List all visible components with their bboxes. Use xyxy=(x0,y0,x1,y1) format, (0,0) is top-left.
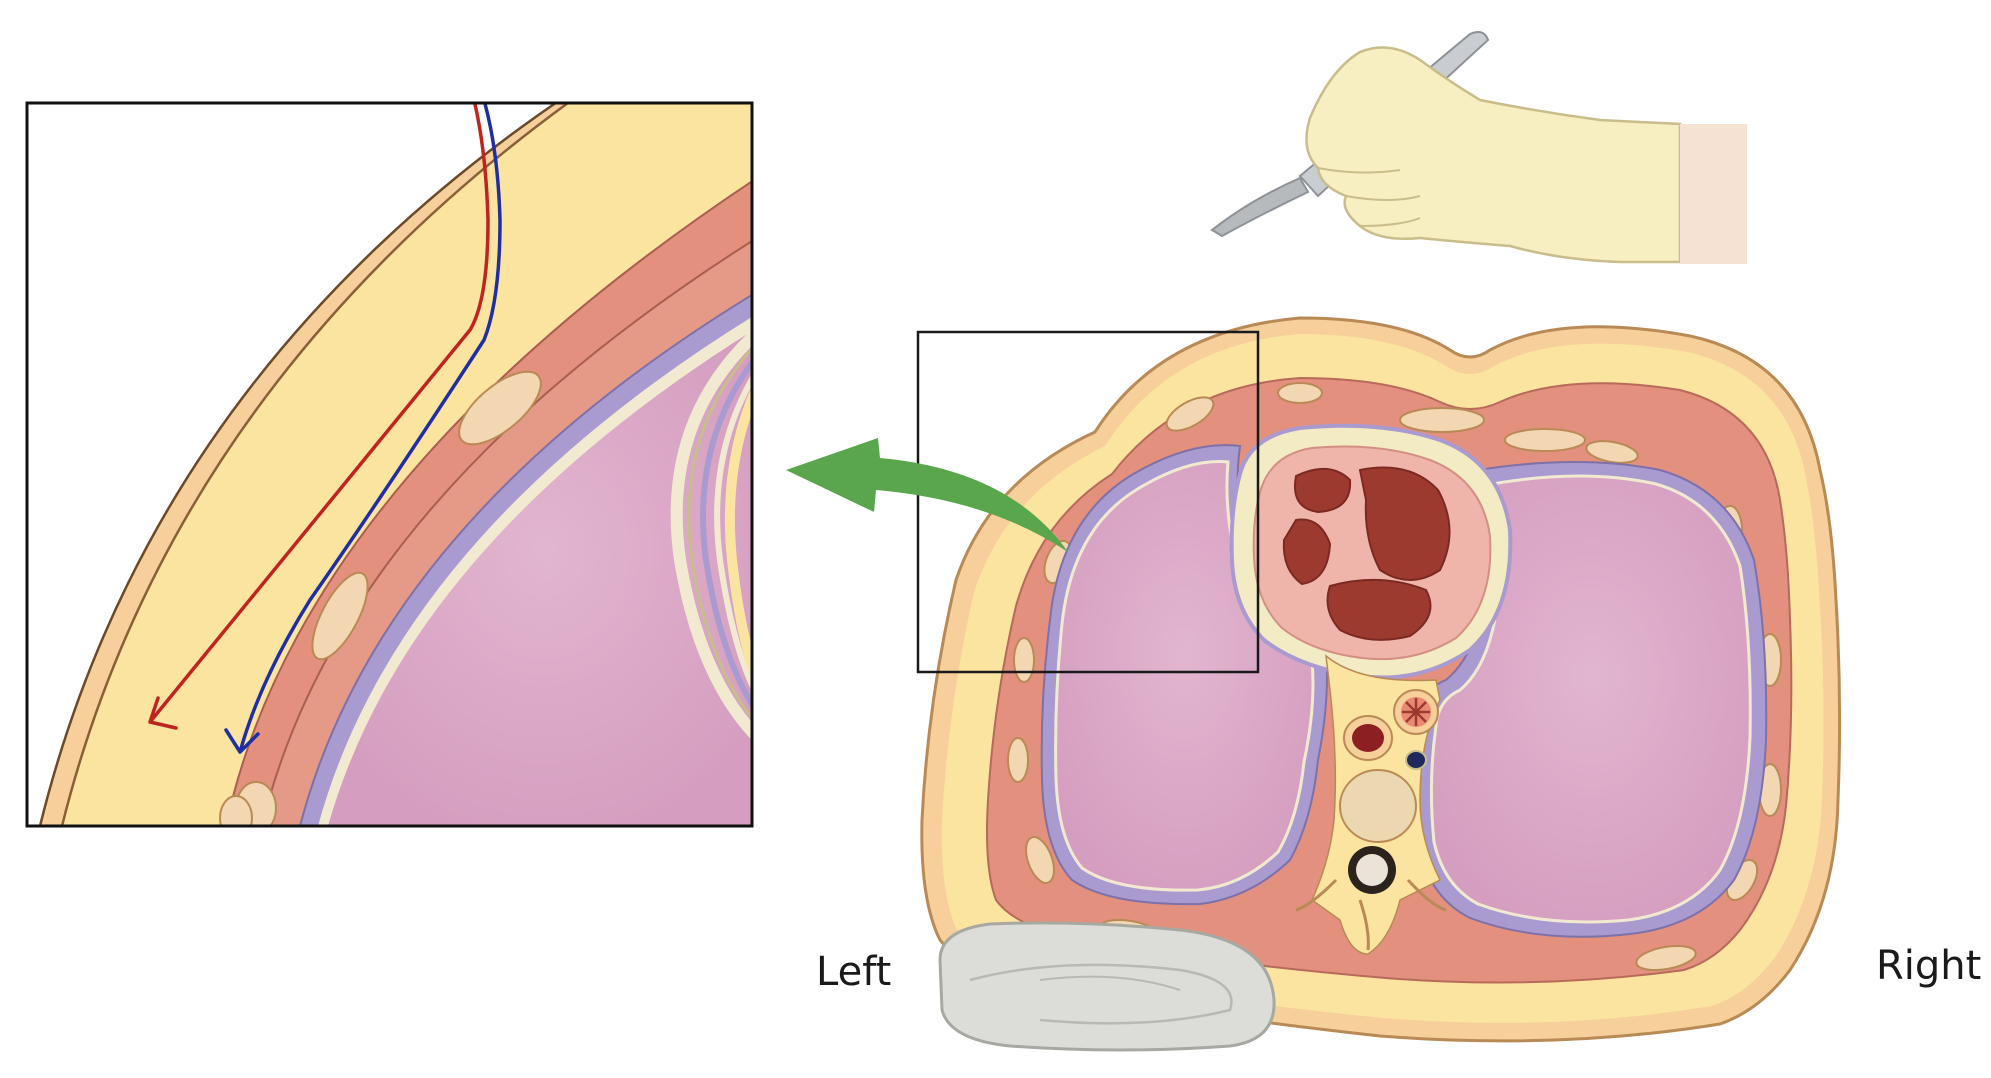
curved-arrow-icon xyxy=(786,438,1068,552)
thorax-cross-section xyxy=(920,316,1842,1052)
blue-path-line xyxy=(238,103,502,753)
gloved-hand-scalpel-icon xyxy=(1210,31,1747,264)
zoom-inset xyxy=(25,101,754,828)
side-label-right: Right xyxy=(1876,943,1982,989)
blue-arrowhead-icon xyxy=(224,728,260,754)
red-arrowhead-icon xyxy=(148,696,178,730)
red-path-line xyxy=(148,103,490,724)
side-label-left: Left xyxy=(816,949,892,995)
zoom-region-box xyxy=(916,330,1260,674)
